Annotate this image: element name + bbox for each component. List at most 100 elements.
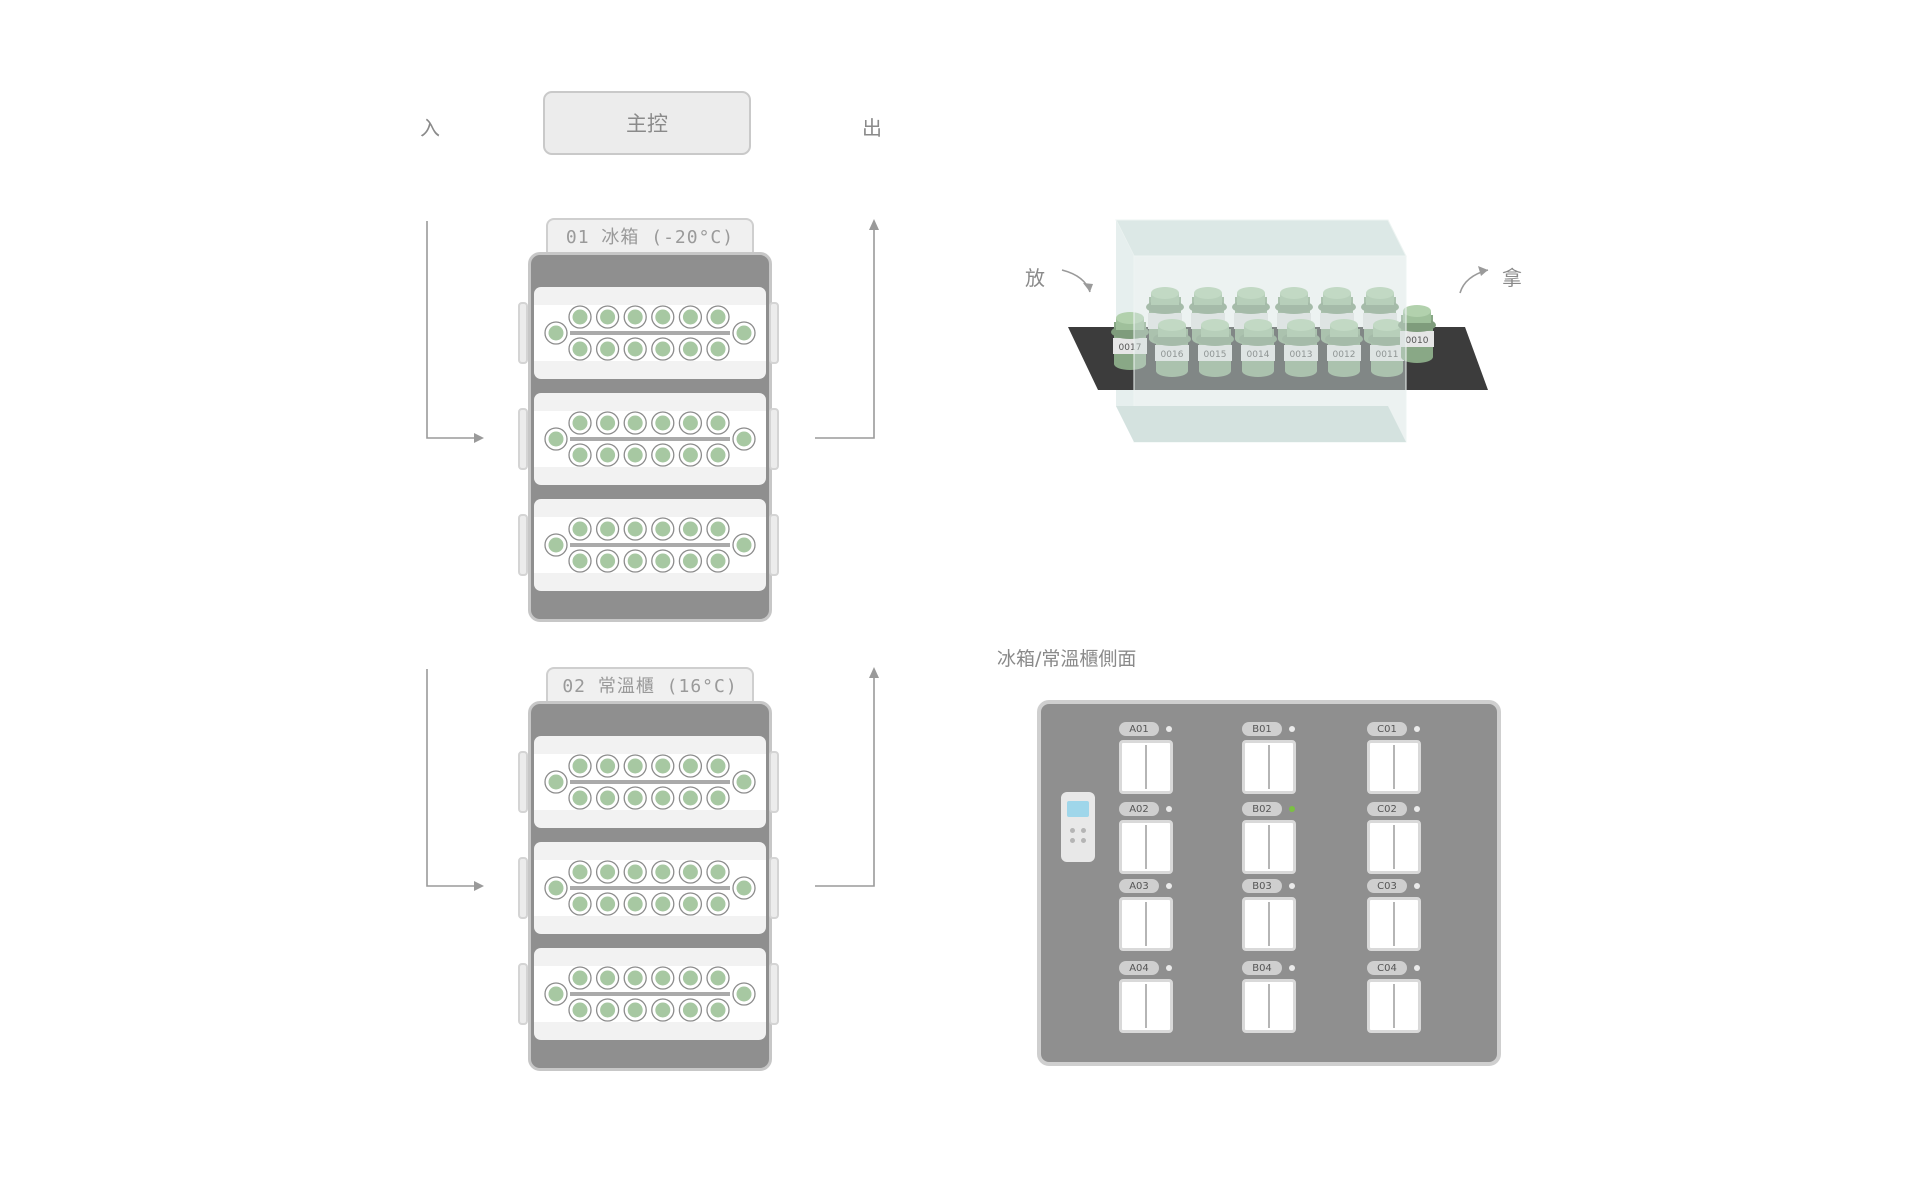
- slot-indicator: [1414, 965, 1420, 971]
- slot-door-c01[interactable]: [1367, 740, 1421, 794]
- sample-well-fill: [548, 537, 564, 553]
- slot-door-a04[interactable]: [1119, 979, 1173, 1033]
- sample-well-fill: [572, 970, 588, 986]
- tray-handle-left: [518, 302, 528, 364]
- control-button-icon[interactable]: [1070, 838, 1075, 843]
- slot-door-b01[interactable]: [1242, 740, 1296, 794]
- sample-well-fill: [736, 774, 752, 790]
- svg-text:0012: 0012: [1333, 350, 1356, 360]
- slot-label-b03: B03: [1242, 879, 1282, 893]
- sample-well-fill: [572, 553, 588, 569]
- tray-handle-left: [518, 963, 528, 1025]
- arrowhead-out-1: [869, 219, 879, 230]
- sample-well-fill: [710, 790, 726, 806]
- sample-well-fill: [548, 774, 564, 790]
- tray-handle-left: [518, 751, 528, 813]
- take-label: 拿: [1502, 266, 1522, 290]
- sample-well-fill: [655, 758, 671, 774]
- sample-well-fill: [710, 553, 726, 569]
- outflow-arrow-unit-1: [815, 228, 875, 439]
- control-button-icon[interactable]: [1081, 838, 1086, 843]
- door-split: [1268, 902, 1270, 946]
- slot-indicator: [1289, 726, 1295, 732]
- svg-text:0010: 0010: [1406, 336, 1429, 346]
- sample-tray[interactable]: [534, 499, 766, 591]
- slot-indicator-active: [1289, 806, 1295, 812]
- unit-tag-freezer-text: 01 冰箱 (-20°C): [565, 227, 735, 248]
- sample-tray[interactable]: [534, 287, 766, 379]
- sample-well-fill: [600, 758, 616, 774]
- bottle-front: 0013: [1282, 319, 1320, 377]
- slot-door-b02[interactable]: [1242, 820, 1296, 874]
- sample-well-fill: [627, 790, 643, 806]
- outflow-arrow-unit-2: [815, 676, 875, 887]
- svg-text:0016: 0016: [1161, 350, 1184, 360]
- sample-well-fill: [600, 309, 616, 325]
- slot-label-c04: C04: [1367, 961, 1407, 975]
- slot-label-b04: B04: [1242, 961, 1282, 975]
- sample-well-fill: [655, 415, 671, 431]
- sample-well-fill: [682, 309, 698, 325]
- door-split: [1393, 984, 1395, 1028]
- glass-box-bottom: [1116, 406, 1406, 442]
- put-label: 放: [1025, 266, 1045, 290]
- sample-tray[interactable]: [534, 393, 766, 485]
- svg-text:0015: 0015: [1204, 350, 1227, 360]
- sample-tray[interactable]: [534, 842, 766, 934]
- sample-well-fill: [710, 447, 726, 463]
- slot-door-a01[interactable]: [1119, 740, 1173, 794]
- sample-well-fill: [600, 341, 616, 357]
- bottle-front: 0015: [1196, 319, 1234, 377]
- sample-well-fill: [572, 415, 588, 431]
- tray-rail: [570, 780, 730, 784]
- control-button-icon[interactable]: [1070, 828, 1075, 833]
- sample-well-fill: [627, 341, 643, 357]
- sample-tray[interactable]: [534, 736, 766, 828]
- sample-well-fill: [572, 447, 588, 463]
- sample-well-fill: [710, 1002, 726, 1018]
- svg-text:0013: 0013: [1290, 350, 1313, 360]
- slot-door-b04[interactable]: [1242, 979, 1296, 1033]
- slot-door-b03[interactable]: [1242, 897, 1296, 951]
- slot-door-a03[interactable]: [1119, 897, 1173, 951]
- room-temp-cabinet: [518, 701, 779, 1071]
- sample-well-fill: [682, 896, 698, 912]
- sample-well-fill: [572, 790, 588, 806]
- out-label: 出: [862, 116, 882, 140]
- sample-well-fill: [627, 758, 643, 774]
- slot-door-c04[interactable]: [1367, 979, 1421, 1033]
- control-button-icon[interactable]: [1081, 828, 1086, 833]
- main-control-box[interactable]: 主控: [543, 91, 751, 155]
- door-split: [1268, 984, 1270, 1028]
- sample-well-fill: [682, 341, 698, 357]
- sample-well-fill: [600, 447, 616, 463]
- slot-door-c02[interactable]: [1367, 820, 1421, 874]
- control-panel[interactable]: [1061, 792, 1095, 862]
- svg-text:0011: 0011: [1376, 350, 1399, 360]
- sample-well-fill: [710, 896, 726, 912]
- sample-well-fill: [627, 447, 643, 463]
- sample-well-fill: [572, 309, 588, 325]
- bottle-front: 0017: [1111, 312, 1149, 370]
- sample-well-fill: [572, 758, 588, 774]
- in-label: 入: [420, 116, 440, 140]
- sample-tray[interactable]: [534, 948, 766, 1040]
- slot-door-c03[interactable]: [1367, 897, 1421, 951]
- sample-well-fill: [682, 864, 698, 880]
- slot-label-c02: C02: [1367, 802, 1407, 816]
- slot-indicator: [1414, 726, 1420, 732]
- sample-well-fill: [710, 864, 726, 880]
- door-split: [1393, 745, 1395, 789]
- sample-well-fill: [682, 758, 698, 774]
- tray-rail: [570, 437, 730, 441]
- door-split: [1145, 984, 1147, 1028]
- slot-indicator: [1166, 883, 1172, 889]
- slot-indicator: [1414, 806, 1420, 812]
- slot-door-a02[interactable]: [1119, 820, 1173, 874]
- slot-label-c03: C03: [1367, 879, 1407, 893]
- sample-well-fill: [736, 986, 752, 1002]
- sample-well-fill: [572, 1002, 588, 1018]
- sample-well-fill: [627, 864, 643, 880]
- svg-text:0014: 0014: [1247, 350, 1270, 360]
- slot-indicator: [1289, 965, 1295, 971]
